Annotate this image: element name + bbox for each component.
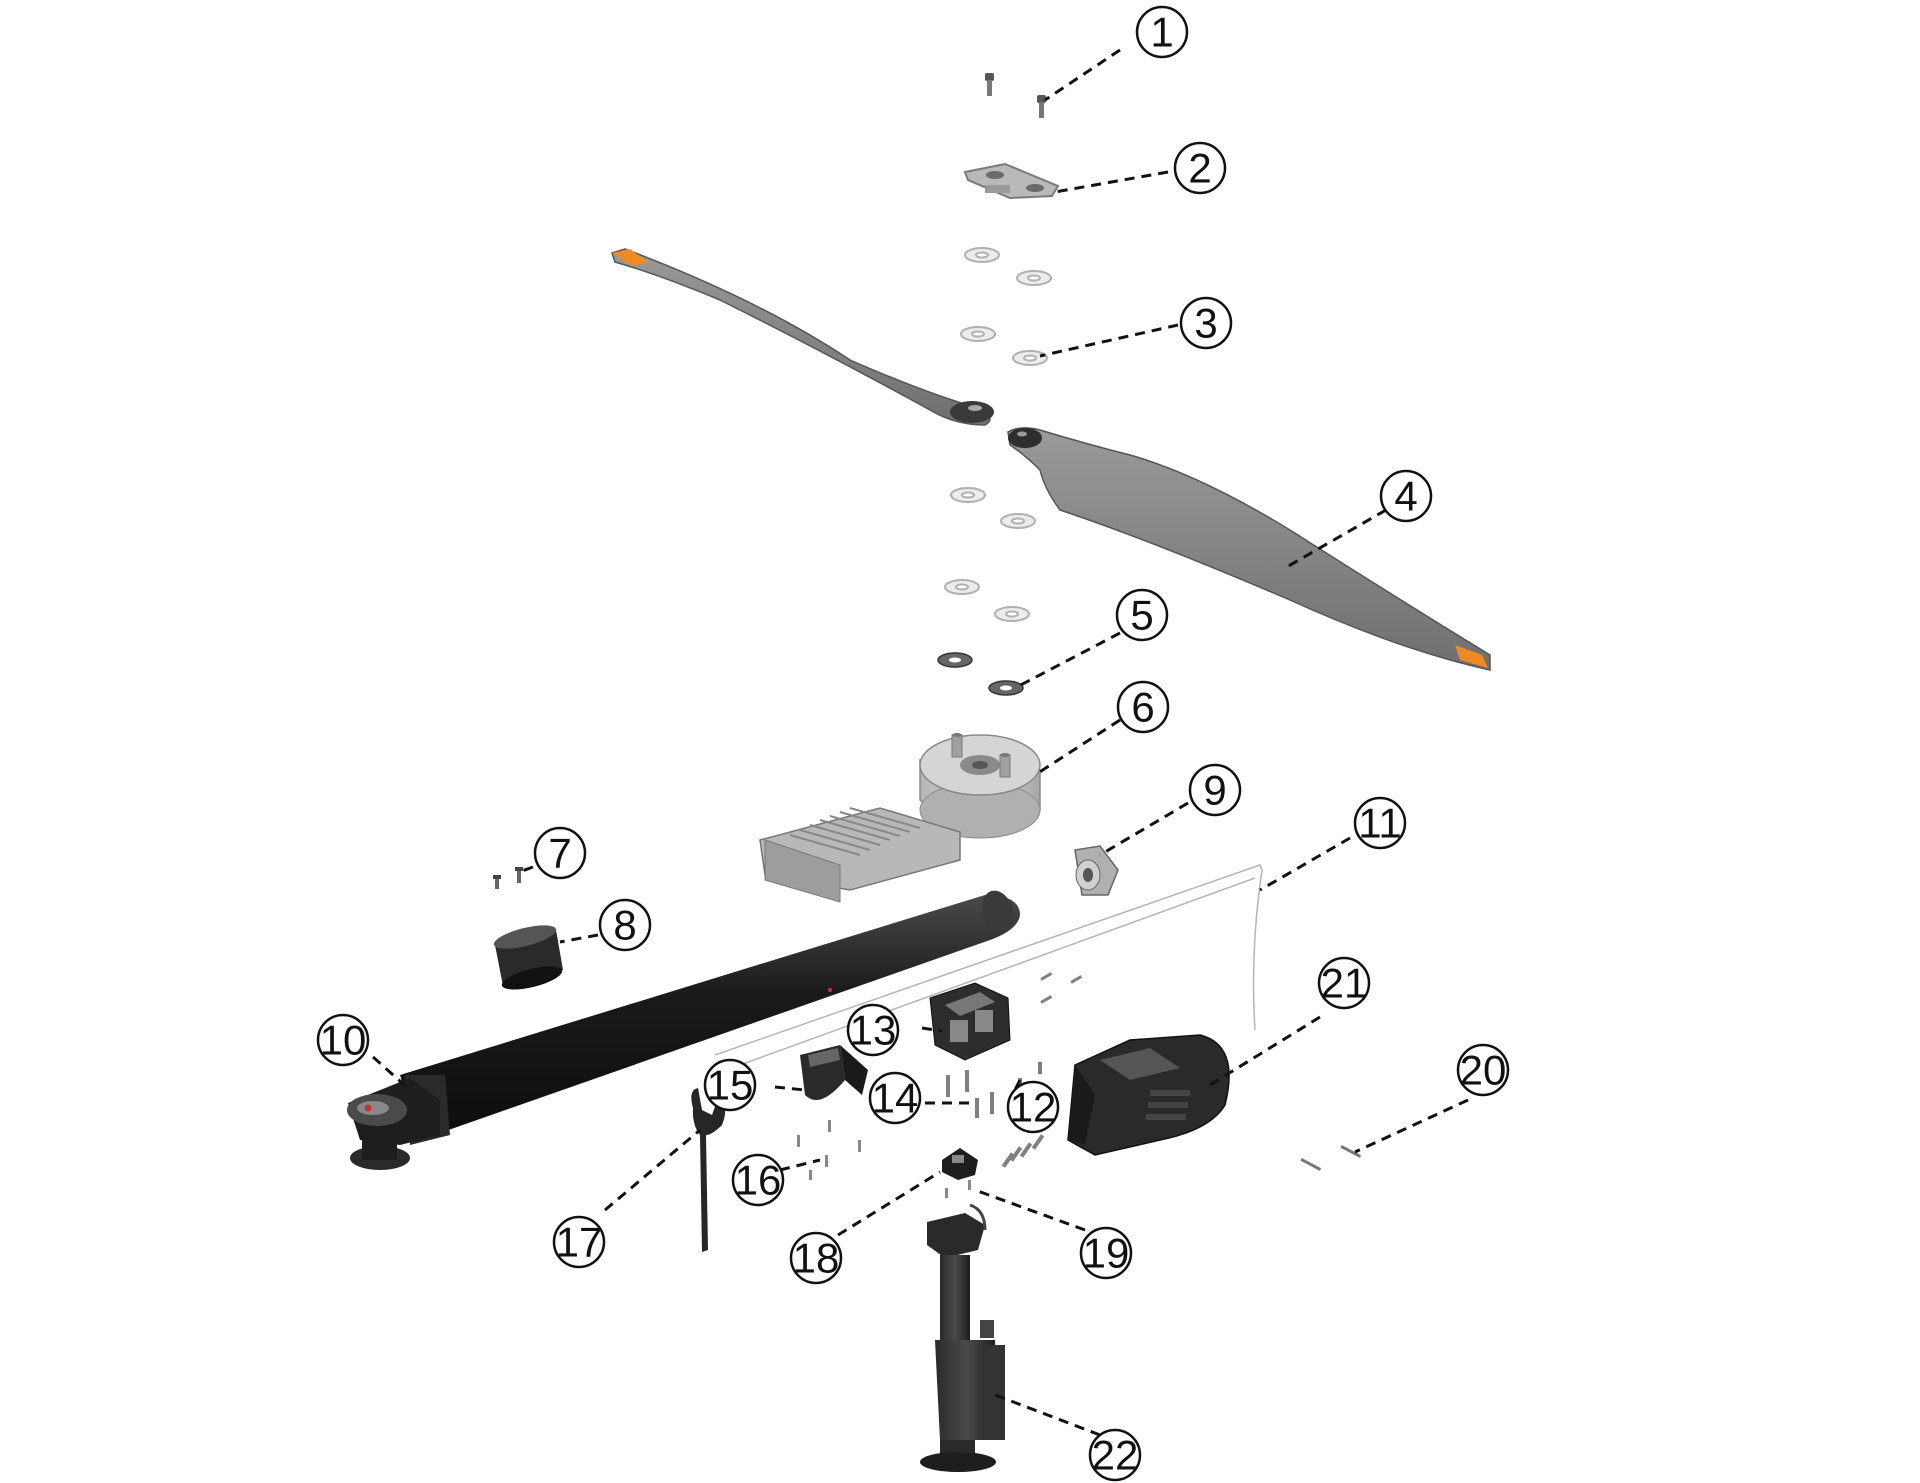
screw-icon [797,1120,861,1180]
arm-bracket-icon [929,982,1011,1061]
leader-line-2 [1054,170,1169,194]
wrench-icon [691,1088,726,1252]
callout-8: 8 [598,898,652,952]
svg-text:8: 8 [613,902,636,949]
svg-text:13: 13 [850,1007,897,1054]
leader-line-17 [604,1128,701,1212]
leader-line-1 [1044,48,1121,102]
leader-line-6 [1034,718,1121,777]
svg-text:9: 9 [1203,767,1226,814]
svg-text:22: 22 [1092,1432,1139,1479]
cable-icon [714,864,1263,1066]
callout-1: 1 [1135,5,1189,59]
svg-text:11: 11 [1358,800,1402,847]
callout-6: 6 [1116,680,1170,734]
callout-14: 14 [868,1071,922,1125]
leader-line-15 [774,1085,806,1092]
callout-11: 11 [1353,796,1407,850]
dark-washer-icon [937,652,1024,696]
svg-text:14: 14 [872,1075,919,1122]
svg-text:2: 2 [1188,145,1211,192]
leader-line-7 [521,865,534,873]
leader-line-20 [1354,1098,1469,1154]
svg-text:20: 20 [1460,1047,1507,1094]
connector-icon [1074,845,1119,896]
hinge-housing-icon [1067,1034,1230,1156]
clamp-plate-icon [963,162,1060,200]
callout-15: 15 [703,1058,757,1112]
leader-lines [372,48,1469,1437]
callout-21: 21 [1317,956,1371,1010]
leader-line-16 [779,1158,821,1172]
propeller-blade-left-icon [611,248,994,426]
small-screw-icon [493,867,523,889]
callout-19: 19 [1079,1226,1133,1280]
callout-22: 22 [1088,1428,1142,1482]
callout-9: 9 [1188,763,1242,817]
motor-icon [919,733,1041,839]
leader-line-11 [1259,836,1351,892]
callout-2: 2 [1173,141,1227,195]
svg-text:1: 1 [1150,9,1173,56]
svg-text:7: 7 [548,830,571,877]
leader-line-10 [372,1055,411,1092]
washer-icon [960,247,1052,366]
leader-line-13 [921,1026,943,1033]
callout-20: 20 [1456,1043,1510,1097]
callout-12: 12 [1006,1080,1060,1134]
washer-icon [944,487,1036,622]
svg-text:3: 3 [1194,300,1217,347]
callout-10: 10 [316,1013,370,1067]
callout-13: 13 [846,1003,900,1057]
svg-text:17: 17 [556,1219,603,1266]
callout-4: 4 [1379,469,1433,523]
leader-line-19 [974,1188,1086,1232]
leader-line-22 [989,1391,1101,1437]
leader-line-8 [559,933,599,944]
clamp-icon [800,1045,868,1100]
svg-text:6: 6 [1131,684,1154,731]
svg-text:16: 16 [735,1157,782,1204]
callout-3: 3 [1179,296,1233,350]
svg-text:21: 21 [1321,960,1368,1007]
sleeve-icon [493,925,563,990]
svg-text:19: 19 [1083,1230,1130,1277]
svg-text:12: 12 [1010,1084,1057,1131]
svg-text:10: 10 [320,1017,367,1064]
svg-text:18: 18 [793,1235,840,1282]
screw-icon [985,73,1046,118]
callout-7: 7 [533,826,587,880]
callout-16: 16 [731,1153,785,1207]
esc-heatsink-icon [759,807,961,903]
leader-line-21 [1209,1015,1321,1087]
svg-text:15: 15 [707,1062,754,1109]
leader-line-4 [1284,508,1387,570]
leader-line-18 [837,1170,941,1237]
callout-5: 5 [1115,588,1169,642]
callouts: 1 2 3 4 5 6 7 8 [316,5,1510,1482]
arm-tube-icon [347,890,1020,1170]
svg-text:4: 4 [1394,473,1417,520]
callout-18: 18 [789,1231,843,1285]
landing-leg-icon [920,1203,1005,1472]
leader-line-9 [1099,801,1189,857]
propeller-blade-icon [1007,427,1491,671]
leader-line-5 [1014,631,1121,690]
callout-17: 17 [552,1215,606,1269]
svg-text:5: 5 [1130,592,1153,639]
bracket-icon [942,1148,978,1198]
leader-line-3 [1039,323,1179,358]
pin-icon [1300,1144,1362,1171]
